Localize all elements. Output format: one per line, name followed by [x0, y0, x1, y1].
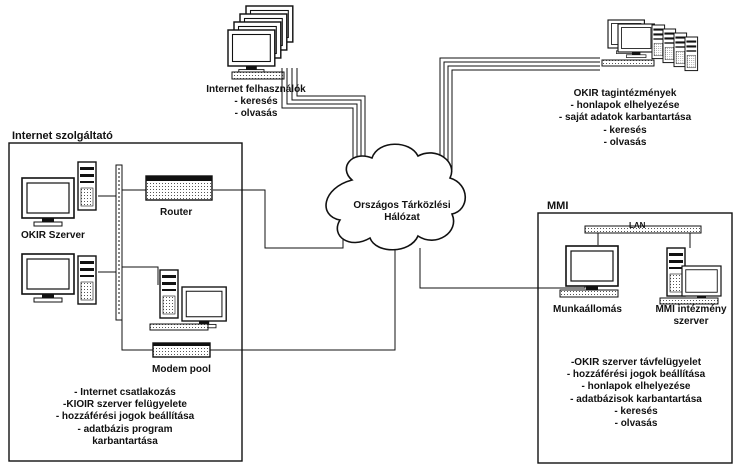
- lan-label: LAN: [629, 221, 646, 230]
- isp-box: [8, 142, 243, 462]
- mmi-task: - adatbázisok karbantartása: [570, 393, 702, 405]
- cloud-label: Országos Tárközlési Hálózat: [342, 200, 462, 224]
- mmi-workstation: [559, 245, 619, 298]
- connection-lines: [98, 57, 691, 351]
- cloud-label-line-2: Hálózat: [384, 212, 420, 224]
- okir-partners-item: - honlapok elhelyezése: [570, 100, 680, 112]
- isp-box-title: Internet szolgáltató: [12, 130, 113, 142]
- mmi-box-title: MMI: [547, 200, 569, 212]
- router-label: Router: [160, 207, 193, 218]
- okir-partner-computers: [601, 19, 699, 72]
- isp-task: - adatbázis program: [77, 423, 173, 435]
- internet-users-label: Internet felhasználók - keresés - olvasá…: [186, 84, 326, 121]
- okir-server-computer: [21, 161, 97, 227]
- isp-task-list: - Internet csatlakozás -KIOIR szerver fe…: [14, 387, 236, 448]
- isp-workstation: [149, 269, 227, 331]
- okir-server-label: OKIR Szerver: [21, 230, 85, 241]
- internet-users-item: - keresés: [234, 96, 278, 108]
- mmi-server-label-line-2: szerver: [673, 316, 709, 328]
- isp-server-computer: [21, 253, 97, 305]
- cloud-label-line-1: Országos Tárközlési: [353, 200, 451, 211]
- internet-users-title: Internet felhasználók: [206, 84, 306, 95]
- mmi-task: -OKIR szerver távfelügyelet: [570, 357, 702, 368]
- backbone-bus: [115, 164, 123, 321]
- mmi-box: [537, 212, 733, 464]
- router-device: [145, 175, 213, 201]
- modem-pool-device: [152, 342, 211, 358]
- internet-users-computers: [227, 5, 294, 80]
- mmi-task-list: -OKIR szerver távfelügyelet - hozzáférés…: [548, 357, 724, 430]
- okir-partners-item: - saját adatok karbantartása: [558, 112, 692, 124]
- isp-task: - Internet csatlakozás: [74, 387, 176, 398]
- internet-users-item: - olvasás: [234, 108, 278, 120]
- mmi-server-computer: [659, 247, 722, 305]
- isp-task: karbantartása: [92, 435, 158, 447]
- mmi-task: - hozzáférési jogok beállítása: [566, 369, 706, 381]
- modem-pool-label: Modem pool: [152, 364, 211, 375]
- okir-partners-item: - keresés: [603, 124, 647, 136]
- mmi-server-label: MMI intézmény szerver: [648, 304, 734, 328]
- lan-bar: [584, 225, 702, 234]
- cloud-network: [325, 143, 466, 251]
- okir-partners-item: - olvasás: [603, 136, 647, 148]
- isp-task: - hozzáférési jogok beállítása: [55, 411, 195, 423]
- mmi-task: - olvasás: [614, 418, 658, 430]
- okir-partners-label: OKIR tagintézmények - honlapok elhelyezé…: [540, 88, 710, 149]
- mmi-server-label-line-1: MMI intézmény: [655, 304, 727, 315]
- okir-partners-title: OKIR tagintézmények: [573, 88, 677, 99]
- workstation-label: Munkaállomás: [553, 304, 622, 315]
- isp-task: -KIOIR szerver felügyelete: [63, 399, 187, 411]
- mmi-task: - honlapok elhelyezése: [581, 381, 691, 393]
- mmi-task: - keresés: [614, 405, 658, 417]
